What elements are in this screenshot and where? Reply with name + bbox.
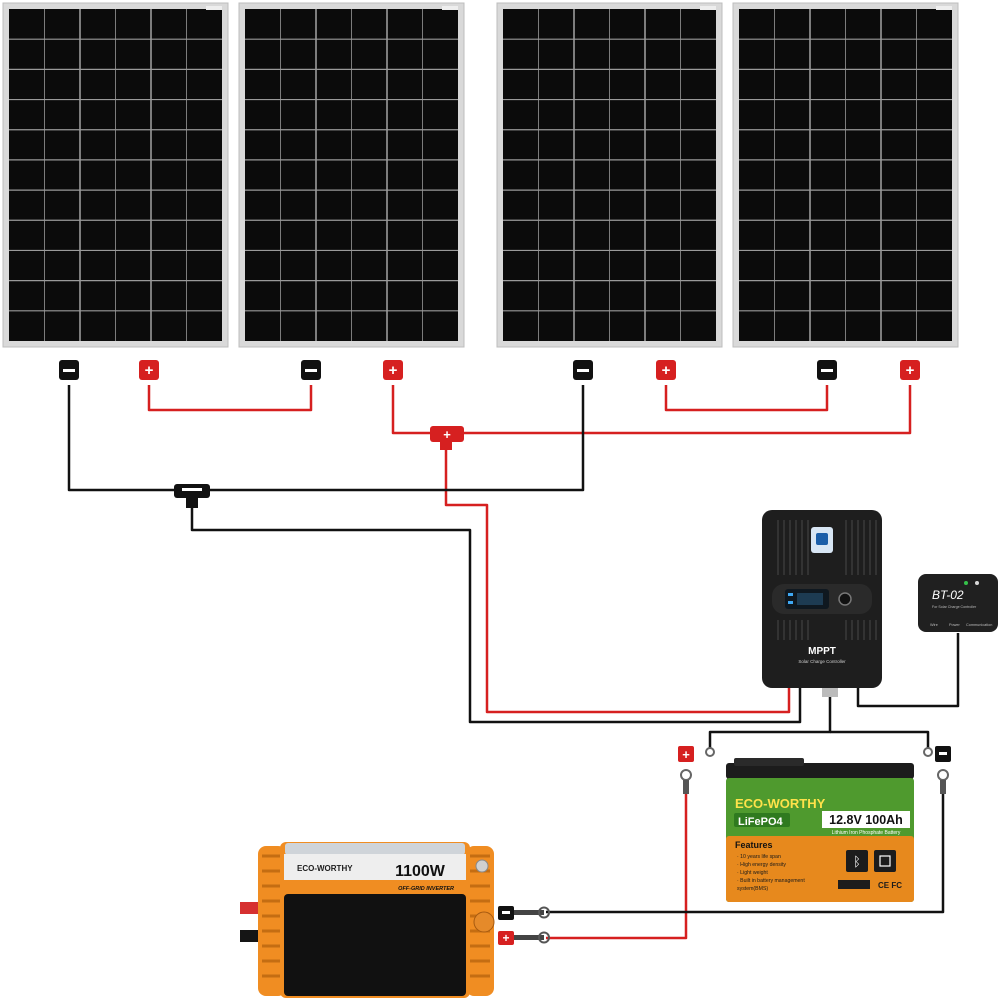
wiring (67, 385, 960, 940)
panel-lead-negative-7 (817, 360, 837, 380)
positive-branch-left (391, 385, 446, 435)
controller-to-battery-wire-2 (830, 730, 930, 748)
terminal-bolt-icon (475, 859, 489, 873)
panel-lead-positive-2: + (139, 360, 159, 380)
mppt-charge-controller: MPPT Solar Charge Controller (762, 510, 882, 697)
svg-text:+: + (389, 362, 398, 379)
bluetooth-model: BT-02 (932, 588, 964, 602)
positive-jumper-left (147, 385, 313, 412)
panel-lead-negative-1 (59, 360, 79, 380)
inverter-power-rating: 1100W (395, 863, 446, 880)
battery-description: Lithium Iron Phosphate Battery (832, 830, 901, 836)
bluetooth-port-label-3: Communication (966, 623, 992, 627)
cert-badge-icon (838, 880, 870, 889)
panel-lead-negative-3 (301, 360, 321, 380)
solar-panel-2 (238, 2, 465, 348)
bms-icon (874, 850, 896, 872)
controller-subtitle: Solar Charge Controller (798, 659, 846, 664)
off-grid-inverter: ECO-WORTHY 1100W OFF-GRID INVERTER + (240, 842, 550, 998)
battery-feature: · 10 years life span (737, 854, 781, 860)
panel-lead-positive-8: + (900, 360, 920, 380)
panel-lead-negative-5 (573, 360, 593, 380)
inverter-type: OFF-GRID INVERTER (398, 886, 454, 892)
svg-text:+: + (662, 362, 671, 379)
battery-feature: · Built in battery management (737, 878, 805, 884)
certification-marks: CE FC (878, 881, 902, 890)
positive-branch-symbol: + (443, 427, 451, 442)
bluetooth-port-label-2: Power (949, 623, 960, 627)
solar-panel-1 (2, 2, 229, 348)
svg-text:+: + (145, 362, 154, 379)
bluetooth-subtitle: For Solar Charge Controller (932, 605, 977, 609)
negative-branch-connector (174, 484, 210, 508)
positive-branch-right (446, 385, 912, 435)
svg-text:ᛒ: ᛒ (853, 854, 861, 869)
solar-panel-4 (732, 2, 959, 348)
controller-to-battery-wire (708, 697, 832, 748)
positive-branch-connector: + (430, 426, 464, 450)
positive-main-to-controller (444, 445, 791, 714)
status-led-icon (964, 581, 968, 585)
battery-positive-symbol: + (682, 747, 690, 762)
battery-feature: · High energy density (737, 862, 786, 868)
battery-feature-list: · 10 years life span · High energy densit… (737, 854, 805, 892)
power-button-icon (838, 592, 852, 606)
solar-panel-3 (496, 2, 723, 348)
battery-feature: · Light weight (737, 870, 768, 876)
negative-branch-right (192, 385, 585, 492)
positive-jumper-right (664, 385, 829, 412)
battery-chemistry: LiFePO4 (738, 816, 784, 828)
negative-branch-left (67, 385, 192, 492)
controller-badge: MPPT (808, 646, 836, 657)
inverter-brand: ECO-WORTHY (297, 864, 353, 873)
bluetooth-module: BT-02 For Solar Charge Controller Wire P… (918, 574, 998, 632)
lifepo4-battery: ECO-WORTHY LiFePO4 12.8V 100Ah Lithium I… (726, 758, 914, 902)
svg-text:+: + (906, 362, 915, 379)
battery-positive-to-inverter (546, 792, 688, 940)
battery-feature: system(BMS) (737, 886, 768, 892)
battery-rating: 12.8V 100Ah (829, 813, 903, 827)
battery-brand: ECO-WORTHY (735, 796, 826, 811)
solar-panels (2, 2, 959, 348)
bluetooth-port-label-1: Wire (930, 623, 938, 627)
terminal-cap-icon (473, 911, 495, 933)
controller-to-bluetooth-wire (856, 633, 960, 708)
inverter-positive-symbol: + (502, 931, 509, 945)
negative-main-to-controller (190, 500, 802, 724)
battery-terminal-leads: + (678, 746, 951, 794)
bluetooth-icon (846, 850, 868, 872)
panel-lead-connectors: + + + + (59, 360, 920, 380)
battery-negative-to-inverter (546, 792, 945, 914)
panel-lead-positive-4: + (383, 360, 403, 380)
panel-lead-positive-6: + (656, 360, 676, 380)
status-led-icon-2 (975, 581, 979, 585)
battery-positive-connector (678, 746, 694, 762)
battery-features-title: Features (735, 840, 773, 850)
